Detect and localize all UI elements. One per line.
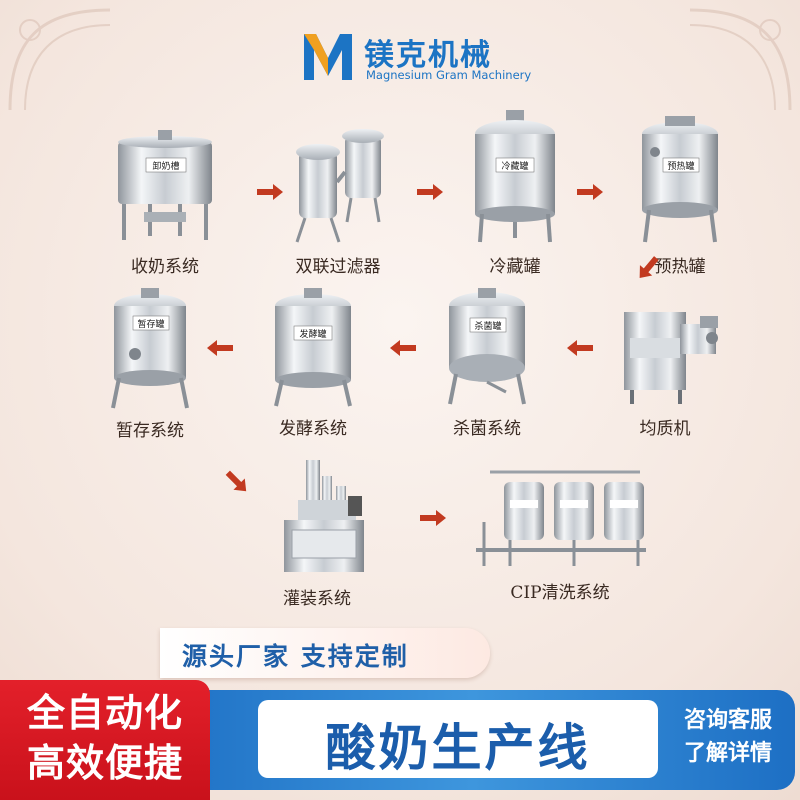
corner-ornament-icon [689,8,792,111]
step-label: 暂存系统 [116,421,184,441]
filling-machine-icon [284,460,364,572]
temporary-storage-tank-icon: 暂存罐 [111,288,189,409]
arrow-left-icon [207,340,233,356]
main-title-banner: 酸奶生产线 咨询客服 了解详情 [150,690,795,790]
step-duplex-filter: 双联过滤器 [263,122,413,277]
step-label: 预热罐 [654,257,706,277]
tank-plate-label: 冷藏罐 [501,160,528,172]
main-title-panel: 酸奶生产线 [258,700,658,778]
tank-plate-label: 发酵罐 [299,328,326,340]
step-label: 均质机 [639,419,691,439]
duplex-filter-icon [295,129,384,243]
main-title: 酸奶生产线 [325,719,591,777]
step-cip-cleaning: CIP清洗系统 [470,462,650,603]
step-cold-storage: 冷藏罐 冷藏罐 [440,110,590,277]
brand-logo: 镁克机械 Magnesium Gram Machinery [300,28,531,88]
badge-line1: 全自动化 [26,691,183,735]
tank-plate-label: 卸奶槽 [152,160,179,172]
arrow-down-left-icon [639,256,659,278]
corner-ornament-icon [8,8,111,111]
badge-line2: 高效便捷 [26,741,183,785]
step-label: 发酵系统 [279,419,347,439]
arrow-right-icon [257,184,283,200]
arrow-right-icon [577,184,603,200]
tank-plate-label: 杀菌罐 [474,320,501,332]
step-filling: 灌装系统 [242,456,392,609]
arrow-left-icon [567,340,593,356]
milk-receiving-tank-icon: 卸奶槽 [118,130,212,240]
sterilization-tank-icon: 杀菌罐 [448,288,526,405]
tank-plate-label: 暂存罐 [137,318,164,330]
feature-badge: 全自动化 高效便捷 [0,680,210,800]
step-preheat: 预热罐 预热罐 [605,112,755,277]
arrow-down-right-icon [225,470,247,492]
step-label: 双联过滤器 [295,257,381,277]
step-label: 杀菌系统 [453,419,521,439]
preheat-tank-icon: 预热罐 [642,116,718,243]
step-homogenizer: 均质机 [590,298,740,439]
arrow-right-icon [417,184,443,200]
cta-line1: 咨询客服 [683,708,772,733]
step-label: 冷藏罐 [489,257,541,277]
tank-plate-label: 预热罐 [667,160,694,172]
step-milk-receiving: 卸奶槽 收奶系统 [90,128,240,277]
fermentation-tank-icon: 发酵罐 [274,288,352,407]
step-label: 灌装系统 [283,589,351,609]
cip-cleaning-system-icon [476,470,646,566]
brand-name-cn: 镁克机械 [364,38,492,73]
cold-storage-tank-icon: 冷藏罐 [475,110,555,243]
step-fermentation: 发酵罐 发酵系统 [238,286,388,439]
consult-button[interactable]: 咨询客服 了解详情 [668,704,788,770]
arrow-left-icon [390,340,416,356]
logo-m-icon [304,34,352,80]
slogan-banner: 源头厂家 支持定制 [160,628,490,678]
homogenizer-icon [624,312,718,404]
step-temporary-storage: 暂存罐 暂存系统 [75,286,225,441]
step-label: 收奶系统 [131,257,199,277]
cta-line2: 了解详情 [683,741,772,766]
arrow-right-icon [420,510,446,526]
step-sterilization: 杀菌罐 杀菌系统 [412,284,562,439]
slogan-text: 源头厂家 支持定制 [182,642,409,671]
step-label: CIP清洗系统 [510,583,610,603]
brand-name-en: Magnesium Gram Machinery [366,68,532,82]
